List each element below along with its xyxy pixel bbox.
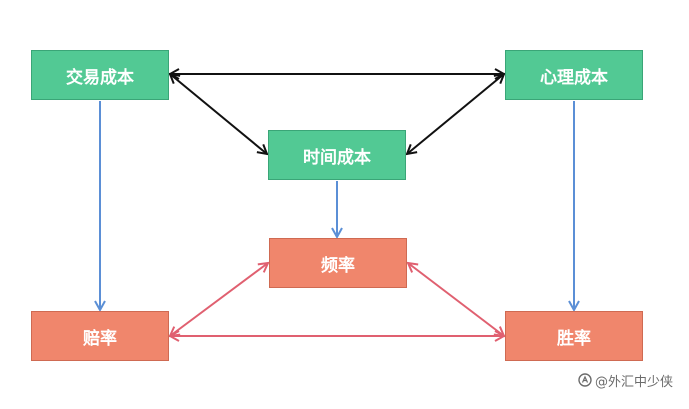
node-frequency: 频率 xyxy=(269,238,407,288)
zhihu-logo-icon xyxy=(578,373,592,387)
node-psychological-cost: 心理成本 xyxy=(505,50,643,100)
node-transaction-cost: 交易成本 xyxy=(31,50,169,100)
arrow-odds-frequency xyxy=(170,263,268,336)
arrow-time-psych xyxy=(407,74,504,154)
node-odds: 赔率 xyxy=(31,311,169,361)
node-time-cost: 时间成本 xyxy=(268,130,406,180)
watermark: @外汇中少侠 xyxy=(578,370,684,390)
arrow-frequency-winrate xyxy=(408,263,504,336)
arrow-transaction-time xyxy=(170,74,267,154)
node-win-rate: 胜率 xyxy=(505,311,643,361)
watermark-text: @外汇中少侠 xyxy=(595,374,674,390)
